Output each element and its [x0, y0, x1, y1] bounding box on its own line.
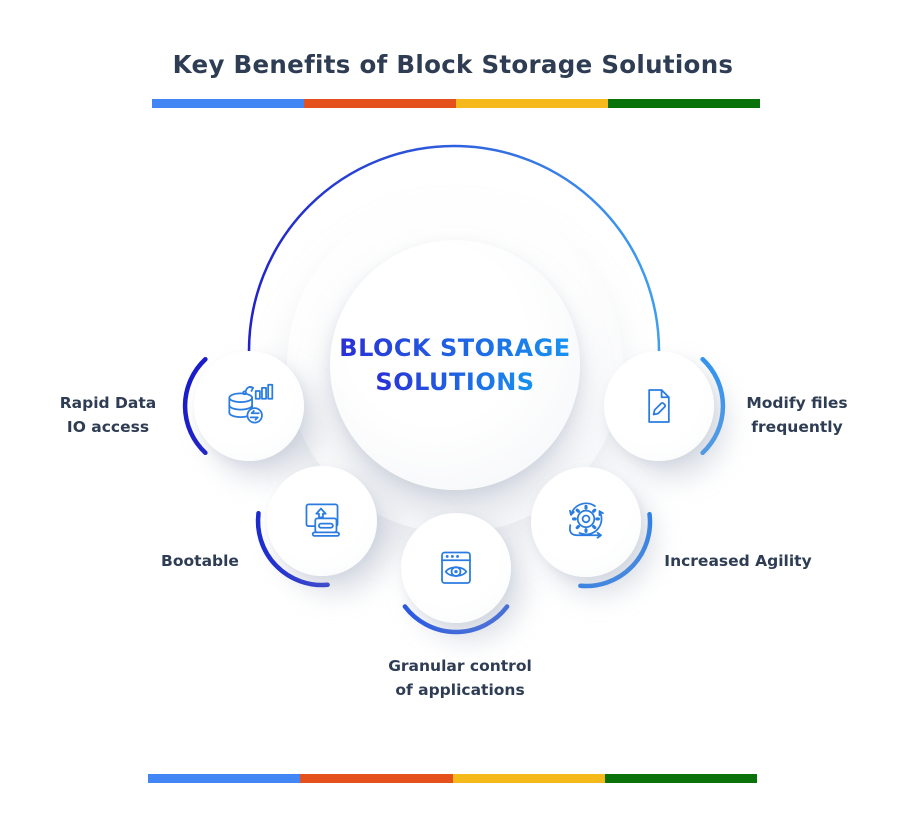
file-edit-icon	[648, 389, 670, 423]
label-line: Granular control	[388, 657, 532, 675]
benefit-node-rapid-data-io	[194, 351, 304, 461]
benefit-arc-rapid-data	[182, 356, 208, 456]
center-circle: BLOCK STORAGE SOLUTIONS	[330, 240, 580, 490]
agile-gear-icon	[569, 502, 604, 539]
divider-segment-yellow	[452, 774, 605, 783]
label-line: of applications	[395, 681, 525, 699]
divider-segment-green	[604, 774, 757, 783]
orbit-arc	[247, 144, 661, 353]
benefit-node-bootable	[267, 466, 377, 576]
benefit-arc-granular-control	[402, 604, 510, 635]
benefit-node-granular-control	[401, 513, 511, 623]
benefit-label-increased-agility: Increased Agility	[652, 549, 824, 573]
bottom-divider-bar	[148, 774, 757, 783]
center-title-line2: SOLUTIONS	[375, 365, 534, 399]
benefit-arc-increased-agility	[578, 511, 653, 589]
benefit-label-modify-files: Modify files frequently	[727, 391, 867, 439]
benefit-node-increased-agility	[531, 467, 641, 577]
benefit-label-rapid-data-io: Rapid Data IO access	[38, 391, 178, 439]
divider-segment-blue	[152, 99, 304, 108]
bootable-drive-icon	[305, 503, 340, 537]
app-visibility-icon	[441, 551, 471, 584]
divider-segment-blue	[148, 774, 301, 783]
top-divider-bar	[152, 99, 760, 108]
label-line: Bootable	[161, 552, 239, 570]
label-line: Modify files	[746, 394, 848, 412]
divider-segment-red	[300, 774, 453, 783]
divider-segment-yellow	[456, 99, 608, 108]
page-title: Key Benefits of Block Storage Solutions	[172, 50, 734, 79]
label-line: Increased Agility	[664, 552, 812, 570]
label-line: Rapid Data	[59, 394, 157, 412]
divider-segment-red	[304, 99, 456, 108]
label-line: IO access	[66, 418, 150, 436]
benefit-node-modify-files	[604, 351, 714, 461]
benefit-label-bootable: Bootable	[130, 549, 270, 573]
benefit-arc-bootable	[255, 510, 330, 588]
divider-segment-green	[608, 99, 760, 108]
label-line: frequently	[751, 418, 843, 436]
database-io-icon	[228, 383, 274, 424]
benefit-arc-modify-files	[700, 356, 726, 456]
center-title-line1: BLOCK STORAGE	[339, 331, 570, 365]
benefit-label-granular-control: Granular control of applications	[374, 654, 546, 702]
